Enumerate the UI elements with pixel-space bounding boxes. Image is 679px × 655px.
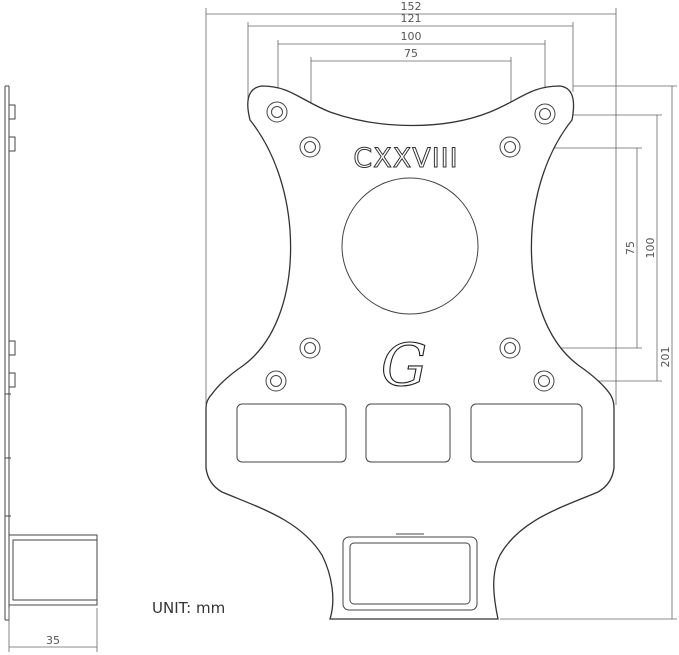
unit-label: UNIT: mm [152, 599, 225, 617]
mount-hole-bottom-left-outer [265, 370, 287, 392]
dimension-35-label: 35 [46, 634, 60, 647]
mount-hole-top-left-outer [266, 101, 288, 123]
dimension-152-label: 152 [401, 0, 422, 13]
handle-slot [342, 533, 478, 611]
dimension-100-label: 100 [401, 30, 422, 43]
dimension-100: 100 [277, 30, 546, 98]
dimension-right-75-label: 75 [624, 241, 637, 255]
logo-letter: G [381, 331, 427, 399]
center-hole [341, 177, 479, 315]
side-view [4, 85, 98, 621]
slot-left [236, 403, 347, 463]
mount-hole-top-left-inner [299, 136, 321, 158]
dimension-35: 35 [8, 608, 98, 652]
dimension-152: 152 [205, 0, 617, 405]
dimension-right-201: 201 [500, 85, 677, 620]
dimension-121-label: 121 [401, 12, 422, 25]
dimension-right-201-label: 201 [659, 347, 672, 368]
mount-hole-top-right-outer [534, 103, 556, 125]
engraving-text: CXXVIII [353, 143, 458, 174]
dimension-121: 121 [247, 12, 574, 108]
dimension-right-100-label: 100 [644, 238, 657, 259]
mount-hole-bottom-right-outer [533, 370, 555, 392]
dimension-75-label: 75 [404, 47, 418, 60]
dimension-right-100: 100 [555, 114, 662, 382]
mount-hole-bottom-left-inner [299, 337, 321, 359]
slot-center [365, 403, 451, 463]
slot-right [470, 403, 583, 463]
mount-hole-bottom-right-inner [499, 337, 521, 359]
plate-outline [205, 85, 615, 620]
mount-hole-top-right-inner [499, 136, 521, 158]
